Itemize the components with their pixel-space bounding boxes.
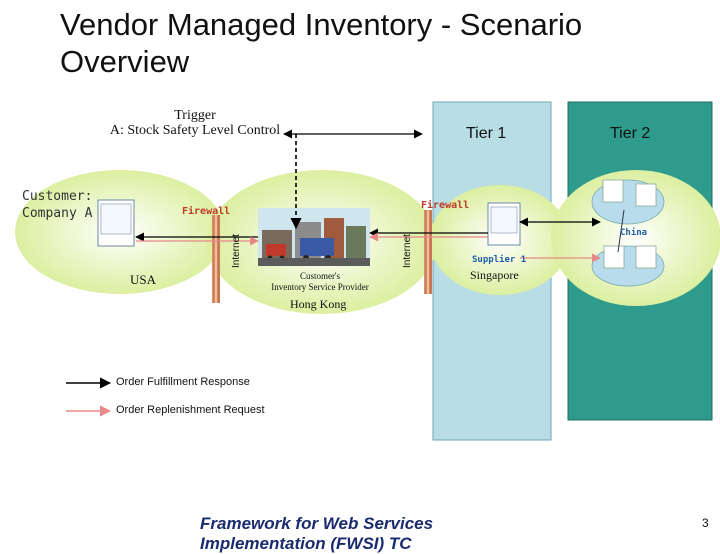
- china-node-bottom-group: [591, 245, 665, 287]
- tier1-label: Tier 1: [466, 125, 507, 142]
- footer-text: Framework for Web Services Implementatio…: [200, 514, 434, 553]
- china-node-top-group: [591, 179, 665, 225]
- provider-label-line1: Customer's: [299, 271, 341, 281]
- warehouse-illustration-icon: [258, 208, 370, 266]
- china-internal-link: [617, 209, 625, 253]
- provider-location: Hong Kong: [290, 297, 347, 311]
- trigger-label: Trigger A: Stock Safety Level Control: [100, 108, 290, 138]
- china-label: China: [620, 228, 648, 238]
- page-title-line2: Overview: [60, 44, 190, 79]
- customer-label-line2: Company A: [22, 206, 93, 221]
- page-title-line1: Vendor Managed Inventory - Scenario: [60, 7, 583, 42]
- firewall-right-label: Firewall: [421, 200, 470, 211]
- customer-computer-icon: [97, 199, 135, 247]
- supplier-location: Singapore: [470, 268, 519, 282]
- firewall-left: [212, 215, 220, 303]
- firewall-left-label: Firewall: [182, 206, 231, 217]
- page-title: Vendor Managed Inventory - Scenario Over…: [60, 6, 660, 80]
- internet-right-label: Internet: [402, 234, 413, 268]
- diagram-canvas: [15, 101, 720, 441]
- provider-label: Customer's Inventory Service Provider: [250, 271, 390, 293]
- page-number: 3: [702, 516, 709, 530]
- trigger-detail: A: Stock Safety Level Control: [109, 123, 281, 138]
- supplier-computer-icon: [487, 202, 521, 246]
- customer-location: USA: [130, 272, 157, 287]
- provider-label-line2: Inventory Service Provider: [271, 282, 369, 292]
- trigger-heading: Trigger: [174, 108, 216, 123]
- legend-response-label: Order Fulfillment Response: [116, 376, 250, 388]
- legend-request-label: Order Replenishment Request: [116, 404, 265, 416]
- supplier-name: Supplier 1: [472, 255, 527, 265]
- customer-label-line1: Customer:: [22, 189, 93, 204]
- tier2-label: Tier 2: [610, 125, 651, 142]
- customer-label: Customer: Company A: [22, 188, 92, 222]
- firewall-right: [424, 210, 432, 294]
- internet-left-label: Internet: [231, 234, 242, 268]
